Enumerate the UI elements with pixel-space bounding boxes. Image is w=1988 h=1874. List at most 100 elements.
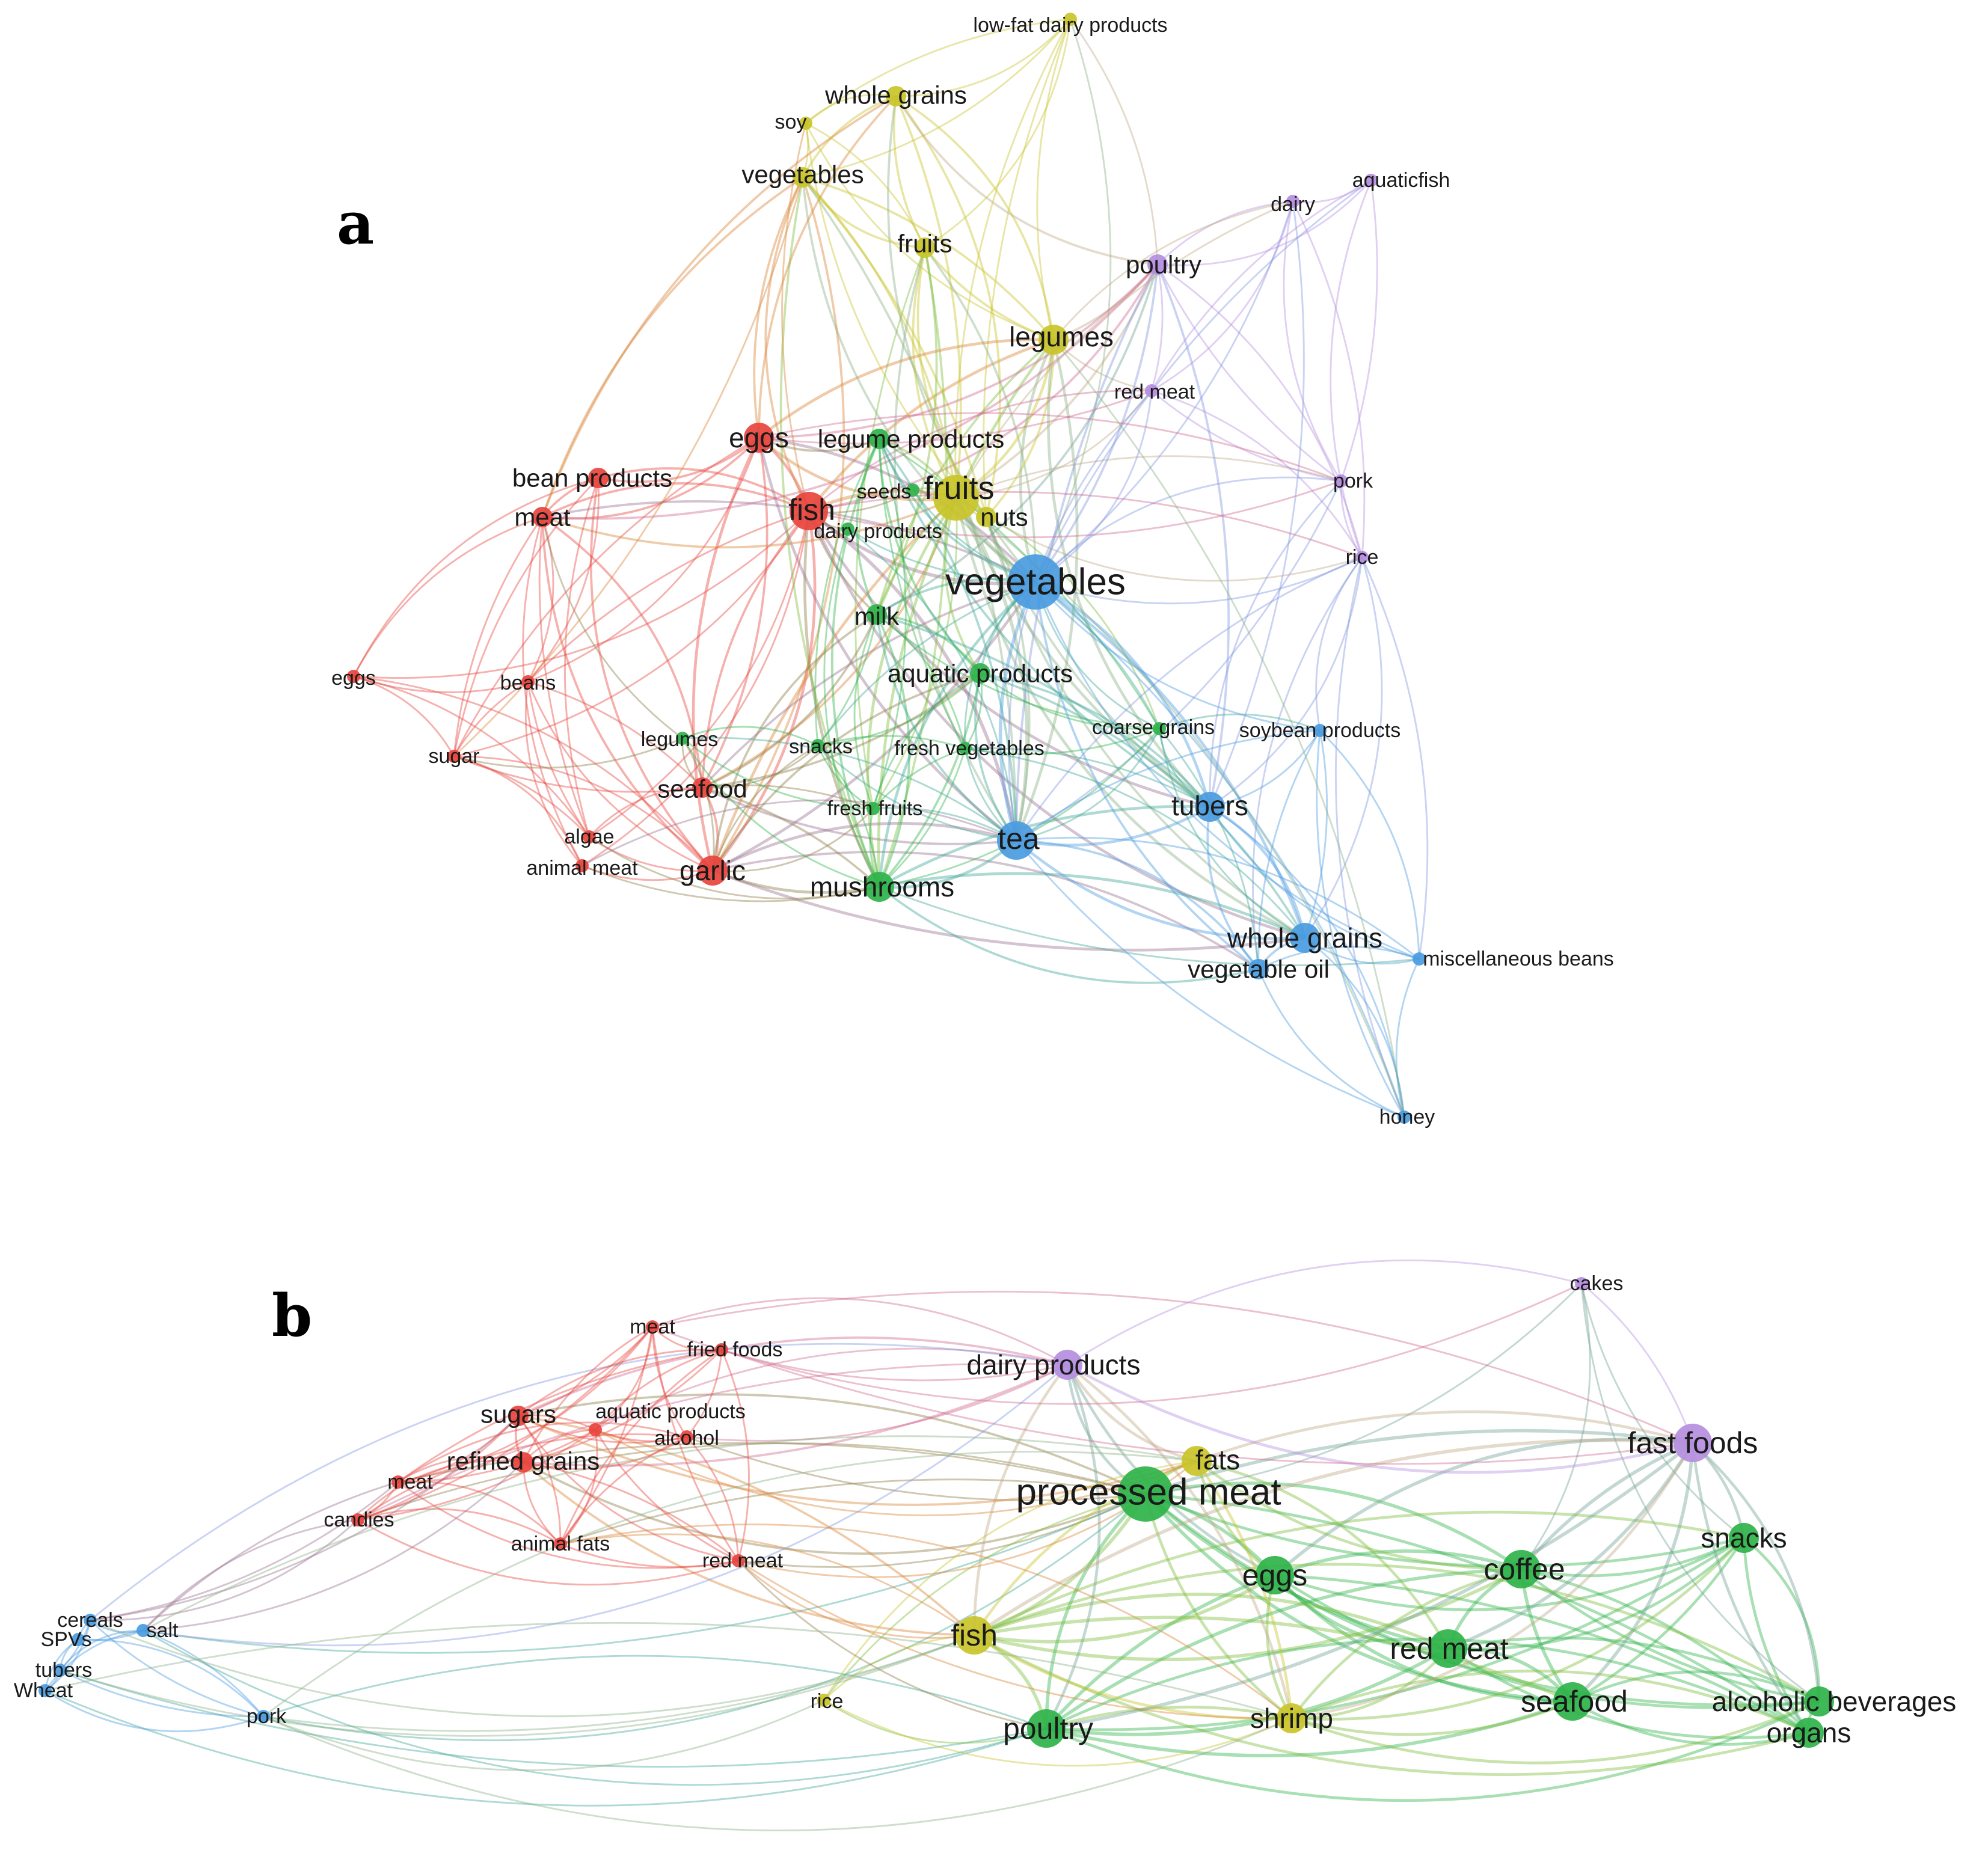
edge-b-organs--b-shrimp (1291, 1670, 1809, 1735)
edge-a-whole-grains-b--a-miscellaneous-beans (1304, 937, 1420, 965)
node-label-a-legumes-y: legumes (1009, 321, 1114, 352)
edge-b-aquatic-products--b-red-meat-r (594, 1429, 739, 1562)
node-label-b-alcoholic-beverages: alcoholic beverages (1712, 1686, 1957, 1717)
node-label-b-tubers: tubers (35, 1659, 93, 1682)
edge-b-animal-fats--b-red-meat-r (560, 1543, 739, 1568)
edge-b-cereals--b-wheat (44, 1620, 91, 1692)
node-label-a-vegetable-oil: vegetable oil (1188, 955, 1330, 984)
edge-a-dairy--a-aquaticfish (1292, 179, 1372, 203)
edge-a-milk--a-garlic (711, 613, 877, 871)
node-label-a-seafood: seafood (657, 775, 747, 803)
edge-a-bean-products--a-sugar (453, 477, 600, 757)
edge-b-cakes--b-dairy-products (1067, 1259, 1582, 1366)
node-a-low-fat-dairy-products (1064, 13, 1077, 26)
edge-b-processed-meat--b-organs (1145, 1492, 1810, 1734)
edge-b-dairy-products--b-candies (357, 1362, 1068, 1521)
edge-b-refined-grains--b-meat (397, 1456, 524, 1483)
edge-a-mushrooms--a-vegetable-oil (878, 886, 1259, 984)
edge-a-vegetables-b--a-vegetable-oil (1034, 581, 1260, 970)
edge-a-fruits-big--a-tea (954, 497, 1029, 841)
node-label-b-coffee: coffee (1483, 1552, 1565, 1586)
edge-a-fish--a-eggs-small (353, 510, 810, 679)
edge-a-tea--a-soybean-products (1016, 729, 1321, 842)
edge-a-low-fat-dairy-products--a-legumes-y (1036, 19, 1072, 340)
edge-a-bean-products--a-garlic (590, 477, 714, 872)
edge-a-red-meat--a-eggs-r (758, 390, 1152, 445)
edge-b-seafood--b-fast-foods (1571, 1442, 1695, 1703)
edge-a-whole-grains-y--a-low-fat-dairy-products (895, 19, 1072, 97)
edge-b-processed-meat--b-salt (143, 1493, 1146, 1654)
edge-b-eggs--b-fish (974, 1573, 1276, 1644)
node-a-eggs-small (347, 670, 360, 683)
edge-a-poultry--a-pork (1156, 264, 1342, 482)
edge-a-whole-grains-y--a-eggs-r (758, 95, 897, 438)
edge-a-milk--a-snacks (817, 614, 878, 746)
edge-a-vegetables-b--a-soybean-products (1034, 581, 1321, 732)
edge-b-coffee--b-cakes (1520, 1283, 1591, 1570)
edge-a-poultry--a-dairy (1156, 200, 1293, 266)
node-label-b-snacks: snacks (1701, 1522, 1787, 1554)
edge-b-fried-foods--b-meat (397, 1349, 722, 1483)
edge-a-aquatic-products--a-tubers (980, 672, 1211, 808)
node-label-b-sugars: sugars (480, 1400, 556, 1428)
edge-b-poultry--b-rice (823, 1699, 1047, 1744)
edge-b-fish--b-shrimp (973, 1634, 1292, 1720)
node-a-legume-products (869, 429, 889, 449)
node-label-b-eggs: eggs (1242, 1558, 1307, 1592)
edge-b-eggs--b-organs (1274, 1573, 1810, 1735)
node-label-a-meat: meat (514, 503, 571, 531)
edge-a-fruits-big--a-fresh-fruits (872, 497, 958, 809)
edge-a-beans--a-algae (527, 681, 591, 837)
edge-a-fruits-big--a-aquatic-products (944, 497, 981, 675)
node-b-refined-grains (513, 1452, 533, 1472)
node-label-a-whole-grains-b: whole grains (1227, 922, 1382, 954)
edge-a-garlic--a-tea (711, 822, 1017, 872)
edge-a-legume-products--a-mushrooms (830, 438, 880, 887)
edge-a-fish--a-tubers (807, 510, 1210, 809)
edge-a-aquaticfish--a-rice (1330, 180, 1372, 558)
edge-a-mushrooms--a-tubers (878, 804, 1210, 889)
node-b-cereals (84, 1614, 97, 1627)
node-a-tubers (1195, 792, 1225, 822)
node-a-seeds (906, 483, 919, 497)
edge-a-legume-products--a-milk (856, 438, 880, 615)
edge-b-processed-meat--b-shrimp (1144, 1493, 1293, 1719)
edge-a-tea--a-whole-grains-b (1015, 839, 1305, 940)
node-b-snacks (1729, 1523, 1759, 1553)
node-a-miscellaneous-beans (1413, 952, 1426, 966)
edge-a-meat--a-beans (527, 516, 554, 682)
edge-b-processed-meat--b-red-meat-r (738, 1493, 1146, 1568)
edge-a-vegetables-y--a-meat (541, 176, 804, 518)
node-b-seafood (1553, 1682, 1592, 1721)
node-b-alcohol (680, 1430, 693, 1444)
edge-a-whole-grains-y--a-poultry (895, 96, 1158, 266)
edge-b-fried-foods--b-alcohol (686, 1349, 723, 1438)
edge-b-shrimp--b-fast-foods (1291, 1442, 1695, 1720)
edge-b-processed-meat--b-alcoholic-beverages (1144, 1493, 1820, 1707)
node-b-coffee (1502, 1550, 1541, 1588)
edge-b-snacks--b-shrimp (1291, 1537, 1745, 1721)
edge-b-red-meat-g--b-shrimp (1291, 1647, 1449, 1720)
edge-b-spvs--b-wheat (44, 1638, 79, 1691)
edge-a-snacks--a-legumes-g (682, 726, 818, 747)
edge-a-milk--a-mushrooms (876, 614, 910, 887)
edge-b-processed-meat--b-sugars (518, 1393, 1146, 1495)
edge-a-fruits-big--a-whole-grains-b (954, 497, 1306, 940)
edge-b-meat-top--b-animal-fats (559, 1326, 654, 1545)
edge-b-sugars--b-meat (397, 1415, 520, 1483)
node-b-red-meat-r (732, 1554, 745, 1567)
edge-b-coffee--b-fish (974, 1567, 1523, 1661)
edge-b-alcoholic-beverages--b-fish (974, 1563, 1820, 1703)
edge-a-fresh-vegetables--a-whole-grains-b (965, 747, 1306, 939)
node-b-pork (257, 1710, 270, 1723)
node-a-garlic (698, 856, 728, 886)
edge-a-legume-products--a-vegetables-b (878, 438, 1036, 583)
edge-b-sugars--b-fats (518, 1415, 1197, 1506)
edge-a-milk--a-aquatic-products (876, 613, 981, 675)
node-b-red-meat-g (1429, 1629, 1467, 1668)
panel-a-edges (352, 18, 1429, 1118)
node-label-a-whole-grains-y: whole grains (824, 81, 967, 109)
edge-b-processed-meat--b-meat (397, 1442, 1146, 1495)
